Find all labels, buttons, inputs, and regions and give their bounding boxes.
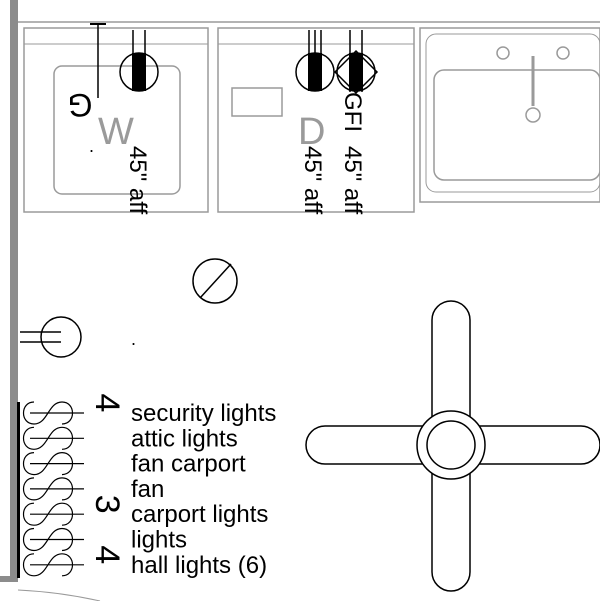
switch-row: 4 hall lights (6): [22, 545, 267, 579]
washer: W: [23, 27, 209, 213]
washer-letter: W: [98, 111, 134, 153]
gfi-outlet-height: 45" aff: [339, 146, 366, 214]
switch-type-number: 3: [88, 495, 126, 514]
switch-row: fan: [22, 476, 164, 503]
faucet-handle-right: [556, 46, 570, 60]
gfi-label: GFI: [339, 92, 366, 132]
dryer-receptacle-symbol: [295, 30, 335, 92]
switch-symbol-icon: [22, 401, 84, 425]
dot-mark-2: .: [131, 329, 136, 349]
switch-row: fan carport: [22, 451, 246, 478]
faucet-handle-left: [496, 46, 510, 60]
switch-label: carport lights: [131, 501, 268, 528]
switch-label: hall lights (6): [131, 552, 267, 579]
switch-symbol-icon: [22, 426, 84, 450]
switch-label: fan carport: [131, 451, 246, 478]
switch-symbol-icon: [22, 451, 84, 476]
switch-label: lights: [131, 527, 187, 554]
sink-cabinet: [419, 27, 600, 203]
sink-drain: [525, 107, 541, 123]
switch-symbol-icon: [22, 553, 84, 577]
left-wall: [10, 0, 18, 580]
switch-type-number: 4: [88, 545, 126, 564]
dryer: D: [217, 27, 415, 213]
wall-light-fixture: [20, 316, 82, 358]
gas-line-symbol: G: [68, 23, 106, 123]
wall-corner: [0, 576, 18, 582]
switch-row: 3 carport lights: [22, 495, 268, 528]
dot-mark: .: [89, 136, 94, 156]
dryer-outlet-height: 45" aff: [299, 146, 326, 214]
washer-outlet-height: 45" aff: [124, 146, 151, 214]
switch-label: security lights: [131, 400, 276, 427]
ceiling-fan-symbol: [305, 300, 600, 592]
gfi-receptacle-symbol: [333, 30, 379, 95]
switch-symbol-icon: [22, 502, 84, 526]
switch-row: attic lights: [22, 425, 238, 452]
switch-type-number: 4: [88, 394, 126, 413]
switch-label: attic lights: [131, 425, 238, 452]
ceiling-light-fixture: [192, 258, 238, 304]
switch-row: 4 security lights: [22, 394, 276, 427]
switch-label: fan: [131, 476, 164, 503]
switch-row: lights: [22, 527, 187, 554]
washer-receptacle-symbol: [119, 30, 159, 92]
switch-symbol-icon: [22, 477, 84, 501]
dryer-letter: D: [298, 111, 325, 153]
gas-symbol: G: [68, 87, 93, 123]
door-swing-arc: [17, 589, 101, 601]
switch-symbol-icon: [22, 527, 84, 552]
